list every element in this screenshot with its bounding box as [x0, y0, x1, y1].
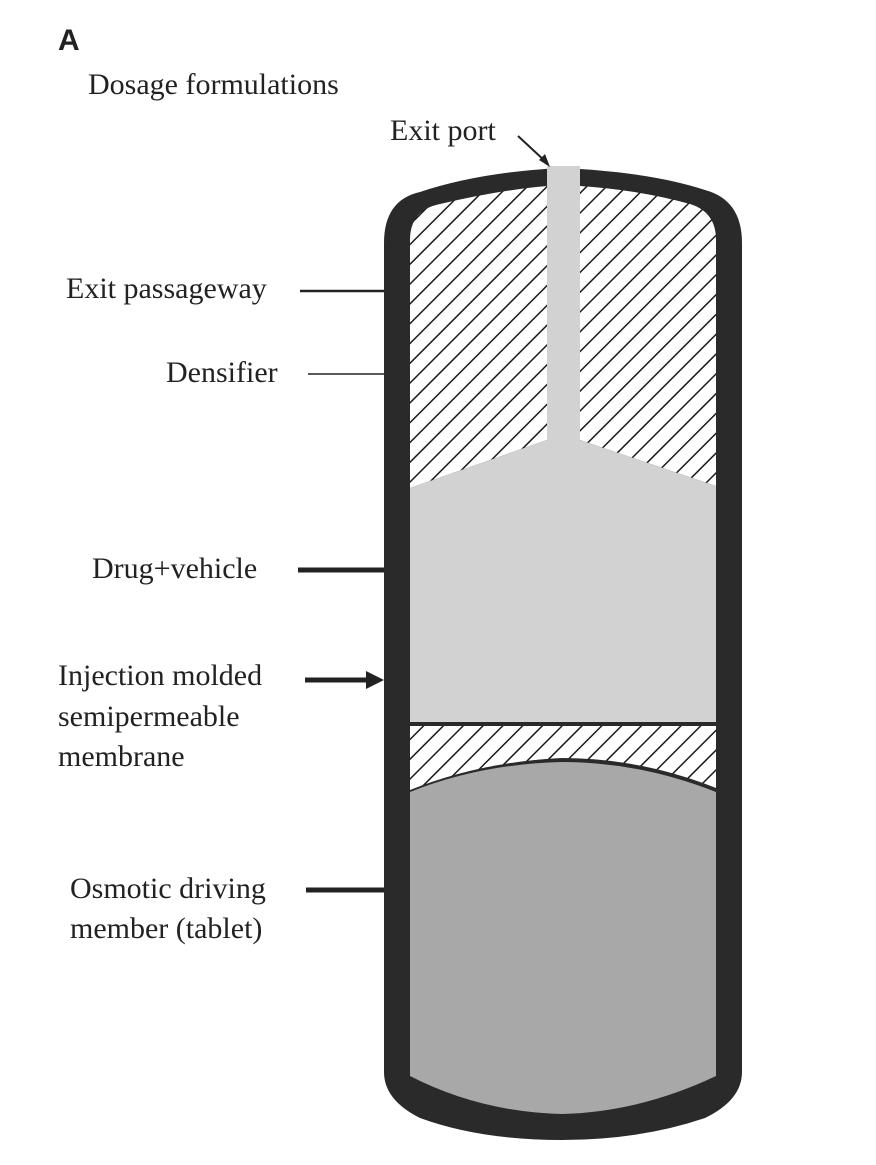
membrane-label-line3: membrane	[58, 740, 185, 773]
exit-port-pointer	[517, 135, 547, 163]
osmotic-tablet-region	[410, 762, 716, 1114]
exit-passageway-label: Exit passageway	[66, 272, 267, 305]
densifier-region-right	[580, 186, 716, 486]
osmotic-label-line1: Osmotic driving	[70, 872, 266, 905]
densifier-label: Densifier	[166, 356, 278, 389]
drug-vehicle-region	[410, 440, 716, 722]
membrane-label-line1: Injection molded	[58, 659, 262, 692]
exit-port-arrowhead	[539, 154, 550, 167]
drug-vehicle-label: Drug+vehicle	[92, 552, 257, 585]
membrane-label-line2: semipermeable	[58, 700, 240, 733]
densifier-region	[410, 186, 547, 488]
osmotic-label-line2: member (tablet)	[70, 912, 262, 945]
exit-port-label: Exit port	[390, 114, 496, 147]
membrane-arrowhead	[366, 671, 384, 689]
exit-passageway-channel	[547, 166, 580, 446]
membrane-band	[410, 726, 716, 790]
diagram-title: Dosage formulations	[88, 68, 339, 101]
panel-letter: A	[58, 24, 80, 57]
